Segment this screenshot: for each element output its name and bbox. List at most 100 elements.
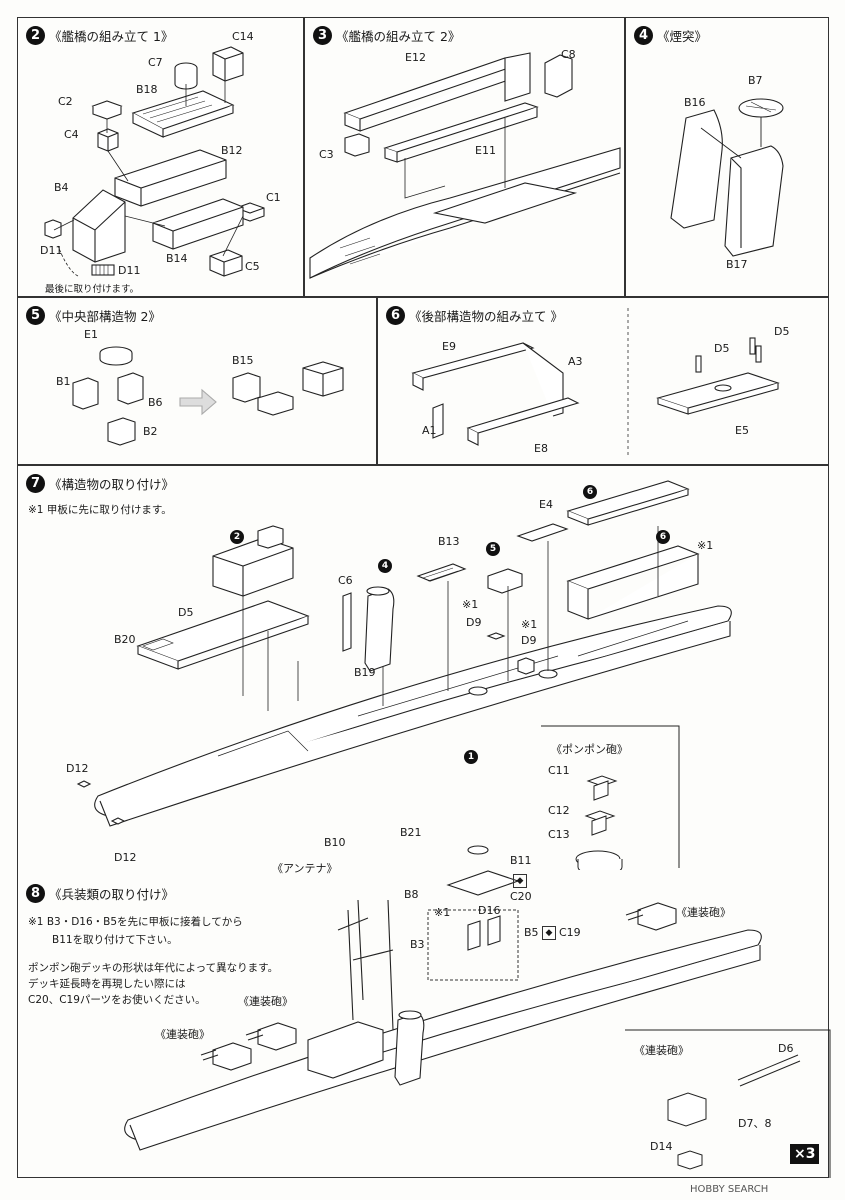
part-label-e12: E12 <box>405 51 426 64</box>
part-label-d11-a: D11 <box>40 244 63 257</box>
step-4-title: 4《煙突》 <box>634 26 707 45</box>
step-7-note: ※1 甲板に先に取り付けます。 <box>28 504 172 516</box>
ref-step-1-marker: 1 <box>464 749 478 764</box>
aft-structure-drawing <box>411 308 780 458</box>
gun-label-forward-2: 《連装砲》 <box>155 1028 210 1041</box>
gun-inset-title: 《連装砲》 <box>634 1044 689 1057</box>
funnel-drawing <box>670 98 784 257</box>
step-8-note-3: ポンポン砲デッキの形状は年代によって異なります。 <box>28 962 279 974</box>
part-label-b15: B15 <box>232 354 254 367</box>
antenna-label: 《アンテナ》 <box>272 862 338 875</box>
part-label-b11: B11 <box>510 854 532 867</box>
step-4-number: 4 <box>634 26 653 45</box>
part-label-d14: D14 <box>650 1140 673 1153</box>
part-label-b17: B17 <box>726 258 748 271</box>
c20-marker: ◆ <box>513 874 527 888</box>
part-label-e11: E11 <box>475 144 496 157</box>
part-label-c1: C1 <box>266 191 281 204</box>
ref-step-6-marker-b: 6 <box>656 529 670 544</box>
part-label-e8: E8 <box>534 442 548 455</box>
part-label-a1: A1 <box>422 424 437 437</box>
part-label-e9: E9 <box>442 340 456 353</box>
part-label-b8: B8 <box>404 888 419 901</box>
ref-step-4-marker: 4 <box>378 558 392 573</box>
step-8-panel: 8《兵装類の取り付け》 ※1 B3・D16・B5を先に甲板に接着してから B11… <box>17 826 831 1178</box>
part-label-b1: B1 <box>56 375 71 388</box>
step-5-number: 5 <box>26 306 45 325</box>
ref-step-2-marker: 2 <box>230 529 244 544</box>
step-3-panel: 3《艦橋の組み立て 2》 E12 C8 C3 E11 <box>304 17 625 297</box>
step-3-title: 3《艦橋の組み立て 2》 <box>313 26 460 45</box>
step-5-title: 5《中央部構造物 2》 <box>26 306 161 325</box>
step-6-number: 6 <box>386 306 405 325</box>
part-label-d7-8: D7、8 <box>738 1117 772 1130</box>
part-label-b13: B13 <box>438 535 460 548</box>
part-label-c4: C4 <box>64 128 79 141</box>
part-label-b5: B5 <box>524 926 539 939</box>
part-label-d5-a: D5 <box>714 342 730 355</box>
part-label-c20: C20 <box>510 890 532 903</box>
step-2-note: 最後に取り付けます。 <box>45 284 140 295</box>
gun-label-forward-1: 《連装砲》 <box>238 995 293 1008</box>
part-label-e5: E5 <box>735 424 749 437</box>
pompom-inset-title: 《ポンポン砲》 <box>551 743 628 756</box>
step-8-note-4: デッキ延長時を再現したい際には <box>28 978 186 990</box>
part-label-c2: C2 <box>58 95 73 108</box>
part-label-b20: B20 <box>114 633 136 646</box>
part-label-b3: B3 <box>410 938 425 951</box>
step-3-number: 3 <box>313 26 332 45</box>
part-label-b21: B21 <box>400 826 422 839</box>
part-label-d12-b: D12 <box>114 851 137 864</box>
armament-mounting-drawing <box>124 845 831 1178</box>
step-2-number: 2 <box>26 26 45 45</box>
part-label-c6: C6 <box>338 574 353 587</box>
step-2-title: 2《艦橋の組み立て 1》 <box>26 26 173 45</box>
part-label-b18: B18 <box>136 83 158 96</box>
step-4-panel: 4《煙突》 B7 B16 B17 <box>625 17 829 297</box>
bridge-assembly-1-drawing <box>44 46 265 277</box>
part-label-b10: B10 <box>324 836 346 849</box>
part-label-ast: ※1 <box>434 906 451 919</box>
step-7-panel: 7《構造物の取り付け》 ※1 甲板に先に取り付けます。 <box>17 465 829 876</box>
part-label-c3: C3 <box>319 148 334 161</box>
part-label-ast-1: ※1 <box>697 539 714 552</box>
step-6-panel: 6《後部構造物の組み立て 》 E9 A3 A1 E8 D5 D5 E5 <box>377 297 829 465</box>
part-label-c12: C12 <box>548 804 570 817</box>
part-label-c11: C11 <box>548 764 570 777</box>
c19-marker: ◆ <box>542 926 556 940</box>
part-label-b14: B14 <box>166 252 188 265</box>
step-5-panel: 5《中央部構造物 2》 E1 B1 B6 B2 B15 <box>17 297 377 465</box>
part-label-ast-2: ※1 <box>462 598 479 611</box>
part-label-b12: B12 <box>221 144 243 157</box>
part-label-d5: D5 <box>178 606 194 619</box>
part-label-b19: B19 <box>354 666 376 679</box>
part-label-d9-b: D9 <box>521 634 537 647</box>
part-label-ast-3: ※1 <box>521 618 538 631</box>
part-label-d5-b: D5 <box>774 325 790 338</box>
bridge-assembly-2-drawing <box>309 52 621 279</box>
step-8-note-5: C20、C19パーツをお使いください。 <box>28 994 206 1006</box>
step-2-panel: 2《艦橋の組み立て 1》 <box>17 17 304 297</box>
quantity-x3-badge: ×3 <box>790 1144 820 1164</box>
ref-step-6-marker-a: 6 <box>583 484 597 499</box>
part-label-b16: B16 <box>684 96 706 109</box>
part-label-d6: D6 <box>778 1042 794 1055</box>
part-label-c19: C19 <box>559 926 581 939</box>
gun-label-aft: 《連装砲》 <box>676 906 731 919</box>
watermark: HOBBY SEARCH <box>690 1184 769 1195</box>
part-label-b2: B2 <box>143 425 158 438</box>
part-label-d11-b: D11 <box>118 264 141 277</box>
part-label-b6: B6 <box>148 396 163 409</box>
part-label-e1: E1 <box>84 328 98 341</box>
part-label-d16: D16 <box>478 904 501 917</box>
step-8-number: 8 <box>26 884 45 903</box>
part-label-c5: C5 <box>245 260 260 273</box>
part-label-d9-a: D9 <box>466 616 482 629</box>
part-label-c7: C7 <box>148 56 163 69</box>
part-label-d12-a: D12 <box>66 762 89 775</box>
part-label-c14: C14 <box>232 30 254 43</box>
part-label-b7: B7 <box>748 74 763 87</box>
ref-step-5-marker: 5 <box>486 541 500 556</box>
part-label-e4: E4 <box>539 498 553 511</box>
step-8-note-1: ※1 B3・D16・B5を先に甲板に接着してから <box>28 916 243 928</box>
